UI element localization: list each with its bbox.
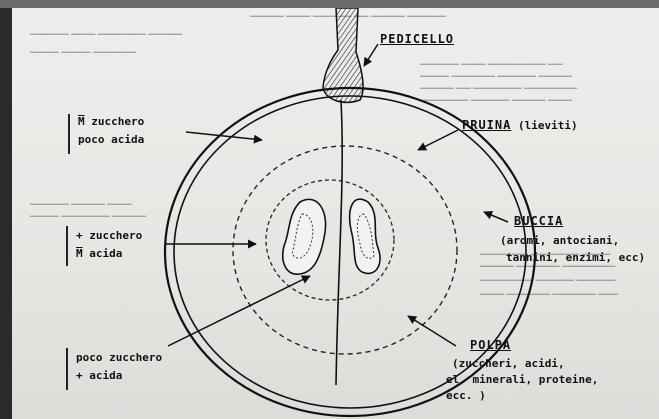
arrow-pedicel — [364, 44, 378, 66]
arrow-pruina — [418, 130, 458, 150]
pedicel-title: PEDICELLO — [380, 32, 454, 47]
arrow-buccia — [484, 212, 508, 222]
arrow-inner-zone — [168, 276, 310, 346]
polpa-detail-3: ecc. ) — [446, 388, 486, 403]
pruina-note: (lieviti) — [518, 119, 578, 132]
pruina-title: PRUINA — [462, 118, 511, 132]
pruina-label: PRUINA (lieviti) — [462, 118, 578, 133]
inner-zone-line-1: poco zucchero — [76, 350, 162, 365]
middle-zone-bracket — [66, 226, 68, 266]
middle-zone-line-1: + zucchero — [76, 228, 142, 243]
seed-left — [283, 199, 326, 274]
polpa-detail-1: (zuccheri, acidi, — [452, 356, 565, 371]
outer-zone-line-2: poco acida — [78, 132, 144, 147]
vascular-line — [336, 100, 342, 385]
inner-zone-bracket — [66, 348, 68, 390]
inner-zone-line-2: + acida — [76, 368, 122, 383]
polpa-title: POLPA — [470, 338, 511, 353]
outer-zone-bracket — [68, 114, 70, 154]
buccia-title: BUCCIA — [514, 214, 563, 229]
polpa-detail-2: el. minerali, proteine, — [446, 372, 598, 387]
outer-zone-line-1: M̅ zucchero — [78, 114, 144, 129]
seed-right — [350, 199, 380, 273]
buccia-detail-2: tannini, enzimi, ecc) — [506, 250, 645, 265]
buccia-detail-1: (aromi, antociani, — [500, 233, 619, 248]
middle-zone-line-2: M̅ acida — [76, 246, 122, 261]
